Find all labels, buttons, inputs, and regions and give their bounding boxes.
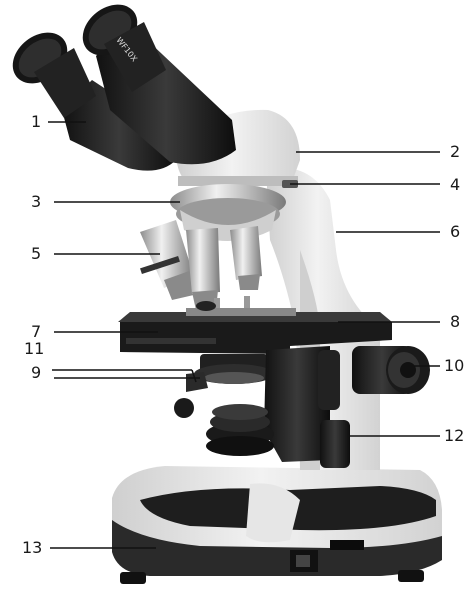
callout-label-11: 11 <box>24 340 44 358</box>
base <box>112 466 442 584</box>
callout-label-13: 13 <box>22 539 42 557</box>
callout-label-3: 3 <box>31 193 41 211</box>
callout-label-6: 6 <box>450 223 460 241</box>
eyepieces <box>3 0 236 171</box>
callout-label-2: 2 <box>450 143 460 161</box>
callout-label-12: 12 <box>444 427 464 445</box>
callout-label-4: 4 <box>450 176 460 194</box>
callout-label-9: 9 <box>31 364 41 382</box>
condenser <box>186 354 274 392</box>
objectives <box>140 220 262 310</box>
callout-label-10: 10 <box>444 357 464 375</box>
callout-label-8: 8 <box>450 313 460 331</box>
callout-label-1: 1 <box>31 113 41 131</box>
callout-label-5: 5 <box>31 245 41 263</box>
